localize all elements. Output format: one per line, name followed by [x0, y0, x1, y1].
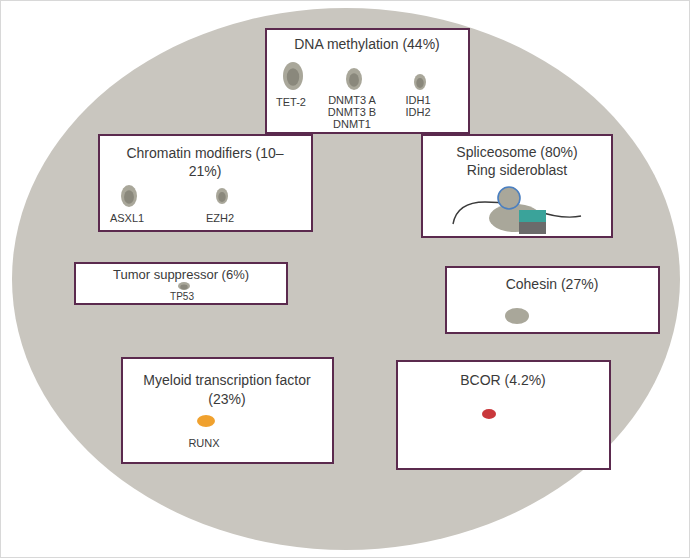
gene-label: TET-2	[269, 96, 313, 108]
gene-label: DNMT3 A DNMT3 B DNMT1	[321, 94, 383, 130]
category-box: Cohesin (27%)	[445, 266, 660, 334]
gene-label: IDH1 IDH2	[399, 94, 437, 118]
gene-dot	[178, 282, 190, 290]
gene-label: EZH2	[198, 212, 242, 224]
gene-label: RUNX	[180, 437, 228, 449]
gene-dot	[505, 308, 529, 324]
category-box: Tumor suppressor (6%) TP53	[74, 262, 288, 305]
gene-label: TP53	[160, 291, 204, 302]
category-title: Chromatin modifiers (10–21%)	[125, 144, 285, 180]
iron-deposit	[519, 210, 546, 222]
gene-label: ASXL1	[103, 212, 151, 224]
nucleus-ring	[498, 187, 520, 209]
gene-dot-core	[287, 68, 299, 85]
category-box: Myeloid transcription factor (23%) RUNX	[121, 357, 334, 464]
category-title: Cohesin (27%)	[452, 276, 652, 293]
gene-dot	[482, 409, 496, 419]
gene-dot-core	[218, 192, 225, 202]
gene-dot	[121, 185, 137, 207]
gene-dot	[216, 188, 228, 204]
gene-dot-core	[124, 190, 134, 204]
category-title: DNA methylation (44%)	[270, 36, 465, 53]
gene-dot	[414, 74, 426, 90]
mitochondria-block	[519, 222, 546, 234]
category-title: Spliceosome (80%)	[427, 144, 607, 161]
category-box: DNA methylation (44%) TET-2 DNMT3 A DNMT3 …	[265, 28, 470, 134]
category-box: Chromatin modifiers (10–21%) ASXL1 EZH2	[98, 134, 313, 232]
gene-dot	[283, 62, 303, 90]
gene-label: Ring sideroblast	[427, 162, 607, 179]
gene-dot	[197, 415, 215, 427]
gene-dot-core	[416, 78, 423, 88]
category-title: BCOR (4.2%)	[403, 372, 603, 389]
cell-ellipse	[12, 8, 680, 550]
gene-dot-core	[180, 285, 187, 290]
gene-dot-core	[349, 73, 359, 87]
gene-dot	[346, 68, 362, 90]
category-box: Spliceosome (80%)Ring sideroblast	[421, 134, 613, 238]
category-title: Tumor suppressor (6%)	[81, 267, 281, 282]
category-title: Myeloid transcription factor (23%)	[142, 371, 312, 409]
category-box: BCOR (4.2%)	[396, 360, 611, 470]
